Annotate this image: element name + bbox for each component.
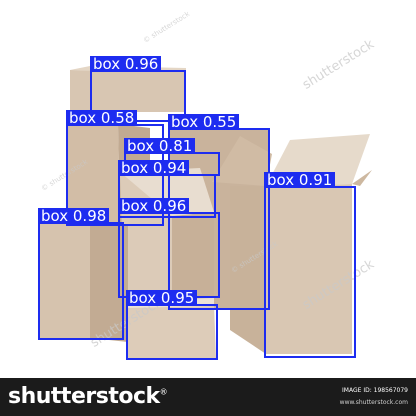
detection-overlay: box 0.96 box 0.58 box 0.55 box 0.81 box … bbox=[38, 56, 356, 360]
detection-label: box 0.91 bbox=[264, 172, 336, 188]
detection-box: box 0.58 bbox=[66, 110, 164, 226]
detection-box: box 0.55 bbox=[168, 114, 270, 310]
box-right-open bbox=[212, 134, 372, 354]
detection-box: box 0.96 bbox=[90, 56, 186, 122]
detection-label: box 0.55 bbox=[168, 114, 240, 130]
detection-box: box 0.98 bbox=[38, 208, 124, 340]
box-left-front bbox=[40, 222, 128, 342]
brand-logo: shutterstock® bbox=[8, 384, 168, 409]
image-id-text: IMAGE ID: 198567079 bbox=[342, 387, 408, 394]
detection-label: box 0.96 bbox=[118, 198, 190, 214]
detection-box: box 0.95 bbox=[126, 290, 218, 360]
brand-text: shutterstock bbox=[8, 384, 160, 409]
site-url-text: www.shutterstock.com bbox=[339, 399, 408, 406]
brand-mark: ® bbox=[159, 387, 168, 397]
detection-label: box 0.94 bbox=[118, 160, 190, 176]
footer-bar: shutterstock® IMAGE ID: 198567079 www.sh… bbox=[0, 378, 416, 416]
detection-box: box 0.94 bbox=[118, 160, 216, 218]
detection-label: box 0.58 bbox=[66, 110, 138, 126]
detection-label: box 0.95 bbox=[126, 290, 198, 306]
detection-label: box 0.98 bbox=[38, 208, 110, 224]
detection-box: box 0.91 bbox=[264, 172, 356, 358]
cardboard-boxes-photo bbox=[40, 66, 372, 358]
detection-label: box 0.81 bbox=[124, 138, 196, 154]
detection-box: box 0.96 bbox=[118, 198, 220, 298]
detection-label: box 0.96 bbox=[90, 56, 162, 72]
